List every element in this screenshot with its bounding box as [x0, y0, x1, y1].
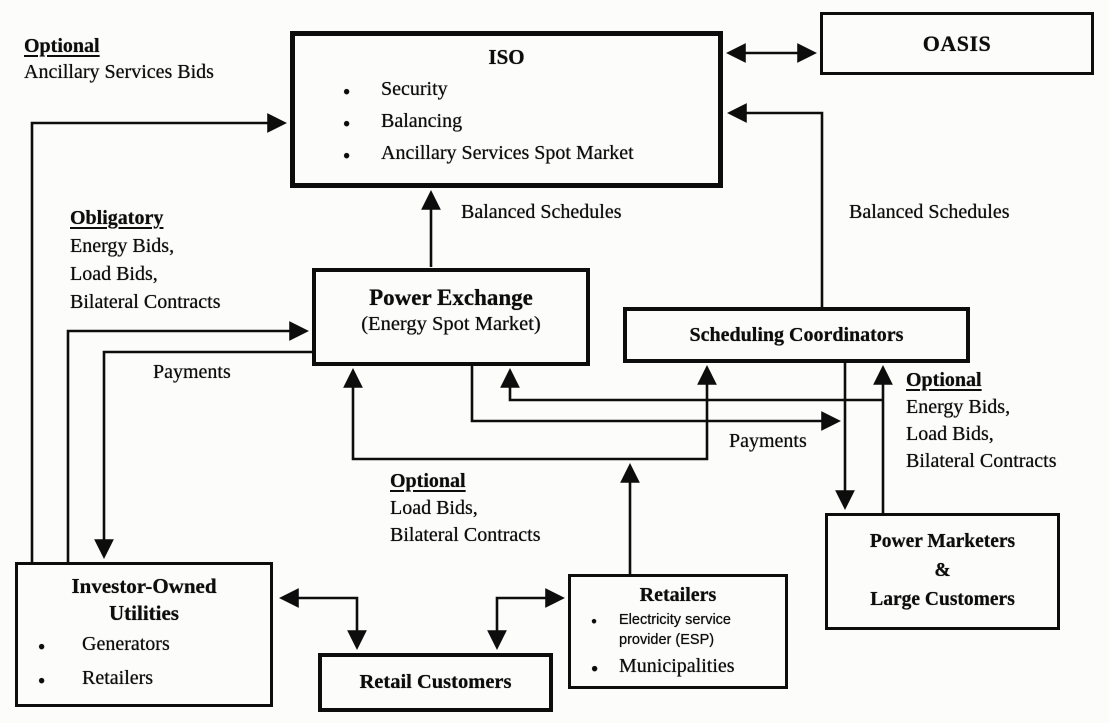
label-heading: Optional [24, 35, 100, 57]
list-item: ● Electricity service provider (ESP) [591, 611, 785, 650]
label-line: Bilateral Contracts [70, 291, 221, 313]
bullet-icon: ● [591, 616, 598, 627]
label-payments-right: Payments [729, 430, 807, 452]
retailers-bullet-esp: Electricity service provider (ESP) [619, 612, 731, 648]
iso-bullet-balancing: Balancing [381, 110, 463, 132]
list-item: ● Ancillary Services Spot Market [343, 142, 718, 165]
oasis-title: OASIS [922, 30, 992, 56]
power-marketers-box: Power Marketers & Large Customers [825, 513, 1060, 630]
label-obligatory-bids: Obligatory Energy Bids, Load Bids, Bilat… [70, 204, 221, 316]
iso-title: ISO [488, 45, 525, 69]
arrow-px-to-pm-payments [470, 365, 841, 431]
label-payments-left: Payments [153, 361, 231, 383]
list-item: ● Retailers [38, 667, 270, 690]
list-item: ● Generators [38, 633, 270, 656]
label-line: Load Bids, [390, 497, 478, 519]
iso-box: ISO ● Security ● Balancing ● Ancillary S… [290, 31, 723, 188]
arrow-iou-to-iso-ancillary-bids [30, 113, 287, 562]
label-heading: Optional [390, 470, 466, 492]
label-line: Bilateral Contracts [906, 450, 1057, 472]
list-item: ● Municipalities [591, 655, 785, 678]
label-heading: Optional [906, 369, 982, 391]
power-exchange-title: Power Exchange [369, 285, 533, 310]
arrow-retail-customers-retailers-bidirectional [487, 588, 565, 650]
pm-title-line2: & [934, 560, 951, 581]
investor-owned-utilities-box: Investor-Owned Utilities ● Generators ● … [15, 562, 273, 707]
iou-title-line2: Utilities [109, 601, 179, 625]
iso-bullet-ancillary: Ancillary Services Spot Market [381, 142, 634, 164]
label-optional-load-bids: Optional Load Bids, Bilateral Contracts [390, 468, 541, 549]
arrow-junction-to-sc [630, 365, 717, 461]
iou-title-line1: Investor-Owned [71, 574, 217, 598]
retail-customers-box: Retail Customers [318, 653, 553, 712]
iso-bullet-security: Security [381, 78, 448, 100]
label-line: Load Bids, [906, 423, 994, 445]
retailers-bullet-municipalities: Municipalities [619, 655, 735, 678]
iou-bullet-retailers: Retailers [82, 667, 154, 689]
bullet-icon: ● [38, 673, 46, 687]
label-line: Energy Bids, [70, 235, 175, 257]
bullet-icon: ● [343, 116, 351, 130]
retailers-title: Retailers [639, 584, 717, 606]
list-item: ● Security [343, 78, 718, 101]
label-line: Load Bids, [70, 263, 158, 285]
scheduling-coordinators-box: Scheduling Coordinators [623, 307, 970, 363]
pm-title-line1: Power Marketers [869, 531, 1016, 552]
bullet-icon: ● [591, 661, 599, 676]
label-balanced-schedules-right: Balanced Schedules [849, 201, 1010, 223]
bullet-icon: ● [38, 639, 46, 653]
bullet-icon: ● [343, 84, 351, 98]
arrow-iou-retail-customers-bidirectional [279, 588, 367, 650]
label-line: Ancillary Services Bids [24, 61, 214, 83]
label-line: Energy Bids, [906, 396, 1011, 418]
power-exchange-subtitle: (Energy Spot Market) [361, 313, 541, 335]
arrow-sc-to-iso-balanced-schedules [727, 103, 824, 307]
retailers-box: Retailers ● Electricity service provider… [568, 574, 788, 689]
iou-bullet-generators: Generators [82, 633, 170, 655]
label-heading: Obligatory [70, 207, 164, 229]
arrow-pm-to-px-bids [500, 368, 883, 402]
label-optional-ancillary-services-bids: Optional Ancillary Services Bids [24, 33, 214, 85]
arrow-junction-to-px [343, 368, 630, 461]
pm-title-line3: Large Customers [870, 589, 1015, 610]
label-balanced-schedules-left: Balanced Schedules [461, 201, 622, 223]
label-line: Bilateral Contracts [390, 524, 541, 546]
oasis-box: OASIS [820, 12, 1094, 75]
label-optional-energy-bids: Optional Energy Bids, Load Bids, Bilater… [906, 367, 1057, 475]
retail-customers-title: Retail Customers [359, 671, 512, 693]
scheduling-coordinators-title: Scheduling Coordinators [689, 323, 904, 346]
power-exchange-box: Power Exchange (Energy Spot Market) [312, 268, 590, 366]
list-item: ● Balancing [343, 110, 718, 133]
bullet-icon: ● [343, 148, 351, 162]
